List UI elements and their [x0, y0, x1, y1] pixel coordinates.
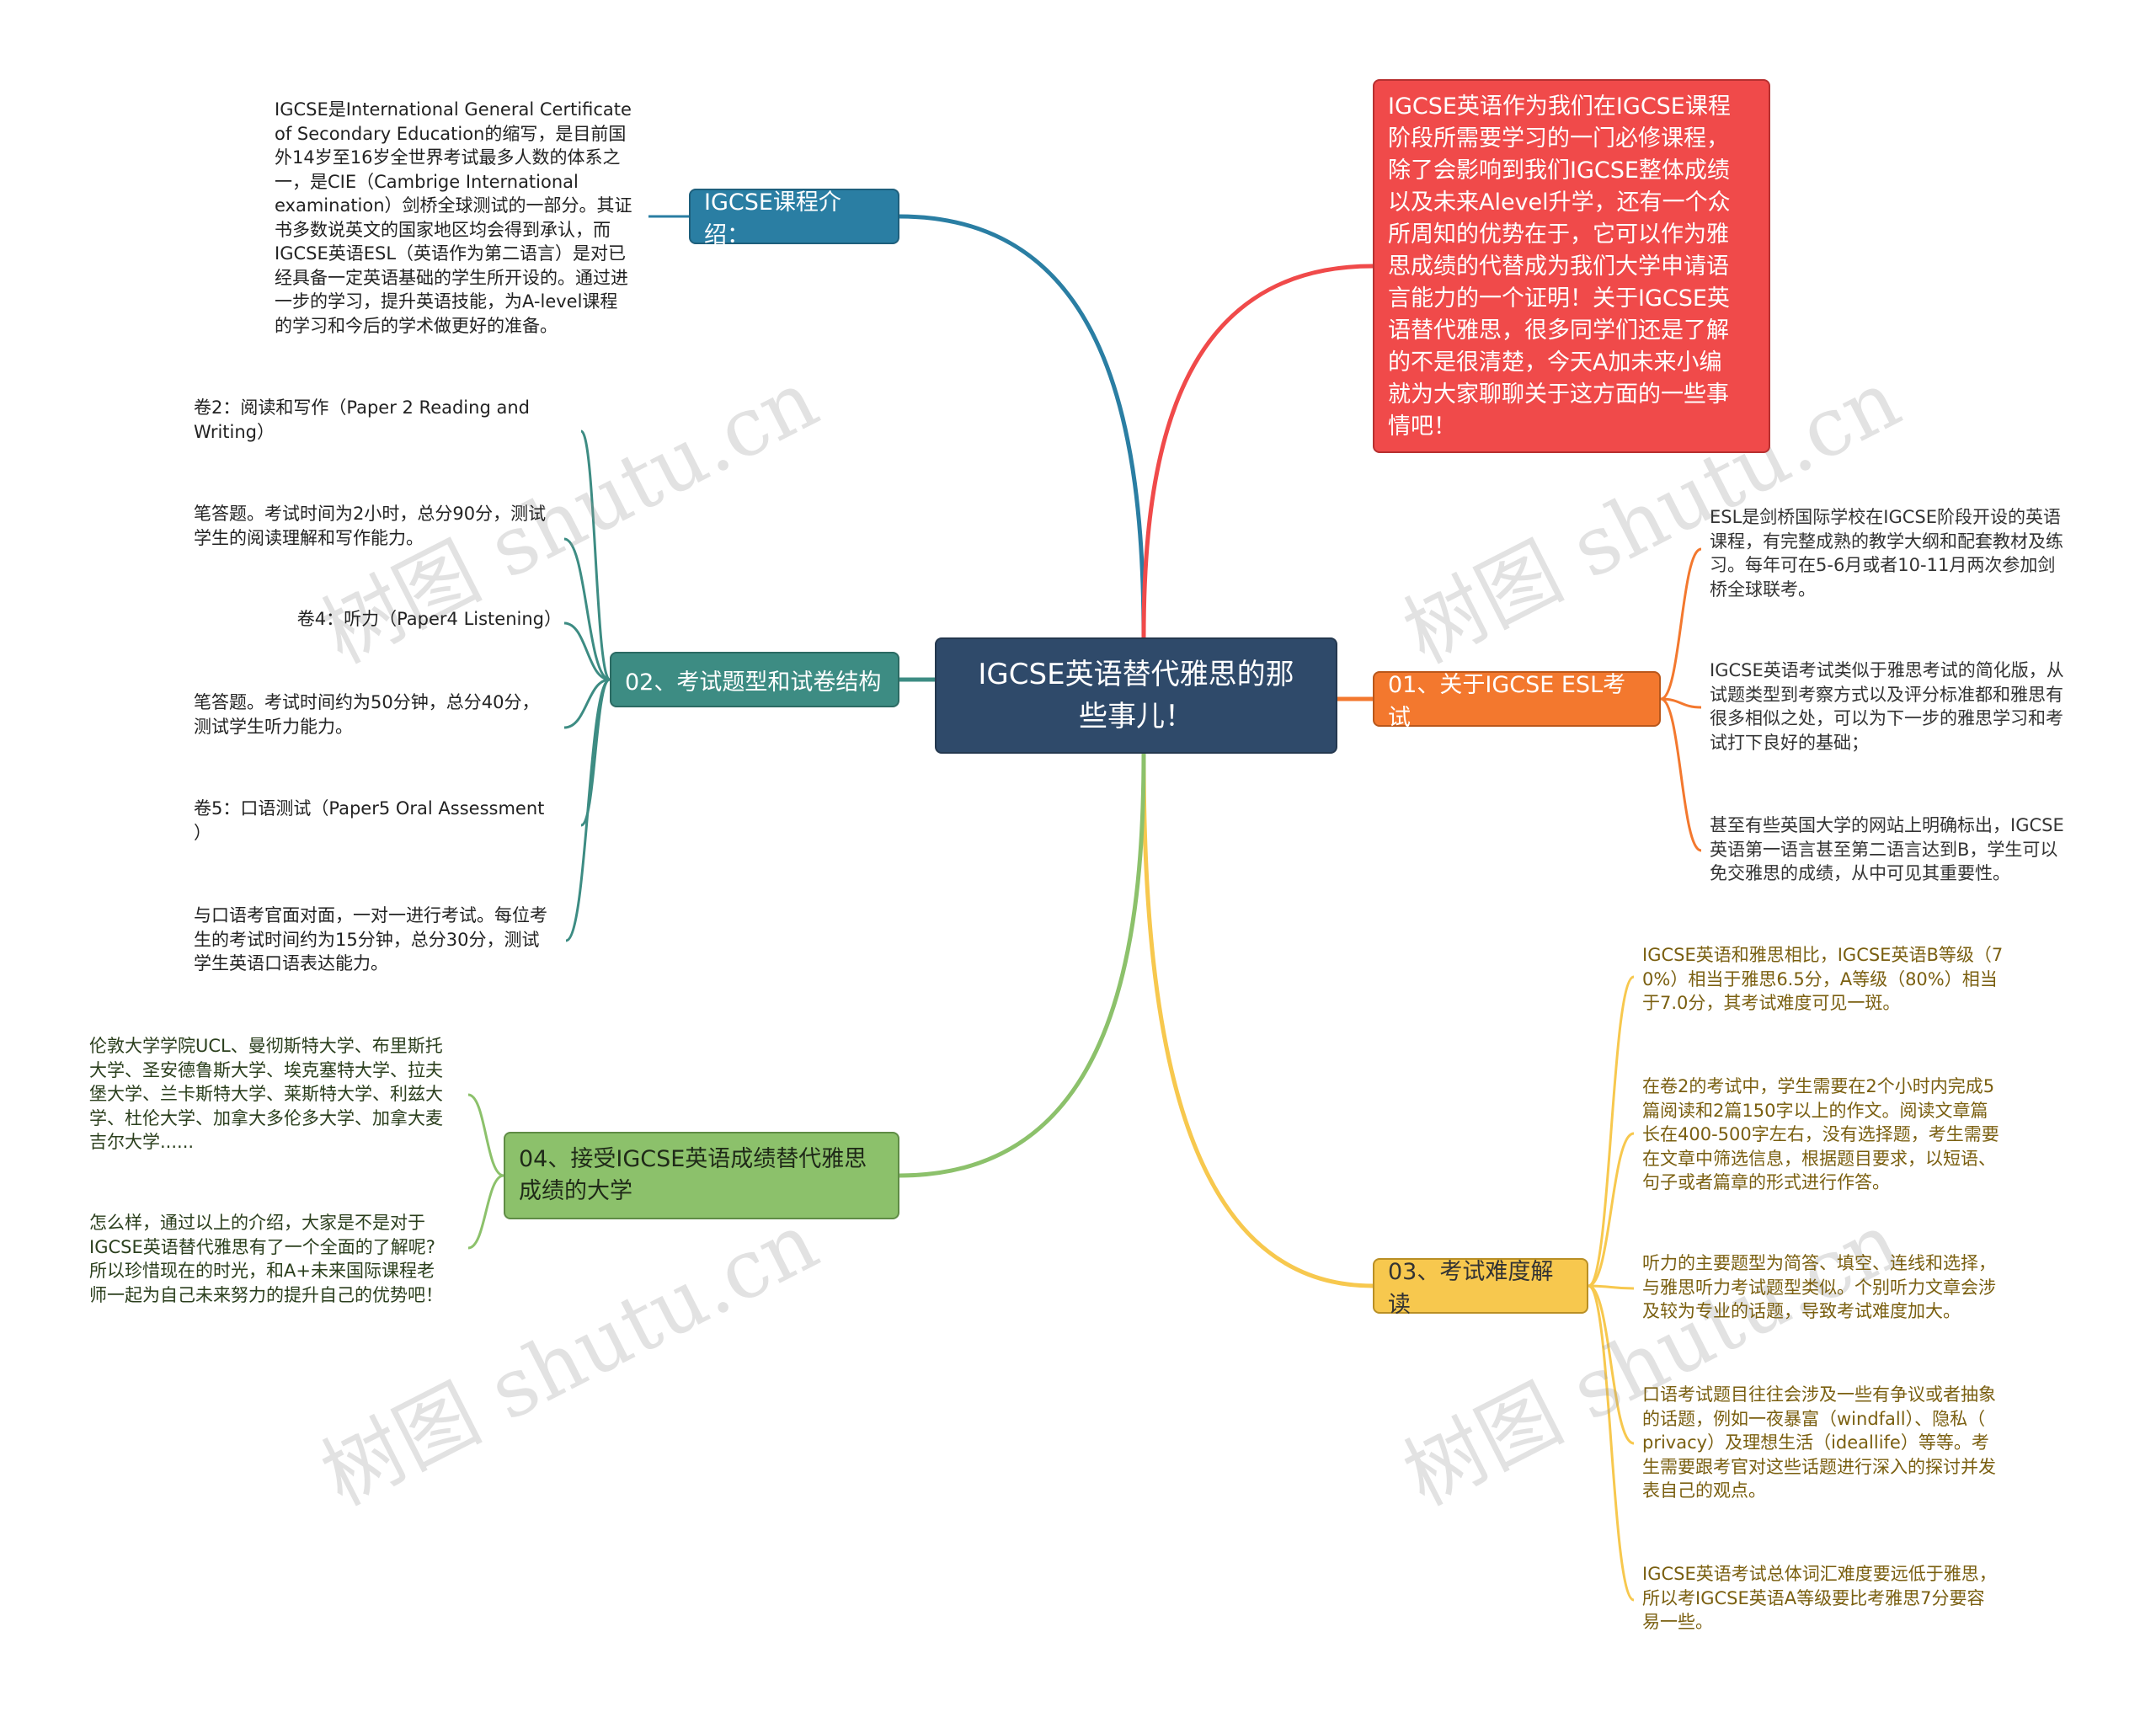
link-difficulty-leaf-3 [1588, 1284, 1635, 1445]
link-root-red [1141, 264, 1374, 638]
link-root-intro [899, 214, 1146, 638]
leaf-paper5-detail: 与口语考官面对面，一对一进行考试。每位考 生的考试时间约为15分钟，总分30分，… [194, 905, 547, 973]
leaf-course-intro: IGCSE是International General Certificate … [275, 99, 632, 336]
link-structure-leaf-0 [579, 429, 611, 681]
leaf-difficulty-speaking: 口语考试题目往往会涉及一些有争议或者抽象 的话题，例如一夜暴富（windfall… [1642, 1384, 1996, 1501]
link-esl-leaf-0 [1660, 547, 1702, 701]
leaf-difficulty-reading: 在卷2的考试中，学生需要在2个小时内完成5 篇阅读和2篇150字以上的作文。阅读… [1642, 1076, 1999, 1192]
root-topic[interactable]: IGCSE英语替代雅思的那 些事儿！ [935, 637, 1337, 754]
link-root-difficulty [1141, 753, 1374, 1288]
link-structure-leaf-3 [563, 678, 611, 729]
branch-exam-difficulty-label: 03、考试难度解读 [1388, 1259, 1554, 1318]
link-structure-leaf-4 [580, 678, 611, 827]
leaf-paper4-detail: 笔答题。考试时间约为50分钟，总分40分， 测试学生听力能力。 [194, 692, 540, 737]
link-universities-leaf-0 [467, 1093, 504, 1177]
leaf-university-list: 伦敦大学学院UCL、曼彻斯特大学、布里斯托 大学、圣安德鲁斯大学、埃克塞特大学、… [89, 1036, 443, 1152]
leaf-esl-similar: IGCSE英语考试类似于雅思考试的简化版，从 试题类型到考察方式以及评分标准都和… [1710, 660, 2064, 753]
leaf-conclusion: 怎么样，通过以上的介绍，大家是不是对于 IGCSE英语替代雅思有了一个全面的了解… [89, 1213, 443, 1305]
branch-exam-structure-label: 02、考试题型和试卷结构 [625, 669, 882, 696]
branch-esl-exam[interactable]: 01、关于IGCSE ESL考试 [1373, 671, 1661, 731]
leaf-paper4: 卷4：听力（Paper4 Listening） [296, 609, 562, 629]
leaf-paper5: 卷5：口语测试（Paper5 Oral Assessment ） [194, 798, 545, 843]
branch-course-intro[interactable]: IGCSE课程介绍： [689, 189, 899, 248]
leaf-esl-exempt: 甚至有些英国大学的网站上明确标出，IGCSE 英语第一语言甚至第二语言达到B，学… [1710, 815, 2064, 883]
leaf-difficulty-grades: IGCSE英语和雅思相比，IGCSE英语B等级（7 0%）相当于雅思6.5分，A… [1642, 945, 2004, 1013]
link-root-universities [899, 753, 1146, 1178]
branch-exam-difficulty[interactable]: 03、考试难度解读 [1373, 1258, 1588, 1318]
intro-summary-text: IGCSE英语作为我们在IGCSE课程 阶段所需要学习的一门必修课程， 除了会影… [1388, 93, 1731, 440]
branch-universities-label: 04、接受IGCSE英语成绩替代雅思 成绩的大学 [519, 1146, 867, 1204]
link-structure-leaf-2 [563, 621, 611, 681]
link-structure-leaf-5 [565, 678, 611, 942]
branch-exam-structure[interactable]: 02、考试题型和试卷结构 [610, 652, 899, 707]
leaf-paper2-detail: 笔答题。考试时间为2小时，总分90分，测试 学生的阅读理解和写作能力。 [194, 504, 547, 548]
leaf-esl-course: ESL是剑桥国际学校在IGCSE阶段开设的英语 课程，有完整成熟的教学大纲和配套… [1710, 507, 2063, 600]
link-difficulty-leaf-2 [1588, 1284, 1635, 1290]
link-difficulty-leaf-1 [1588, 1132, 1635, 1288]
branch-esl-exam-label: 01、关于IGCSE ESL考试 [1388, 672, 1626, 731]
leaf-paper2: 卷2：阅读和写作（Paper 2 Reading and Writing） [194, 397, 530, 442]
branch-universities[interactable]: 04、接受IGCSE英语成绩替代雅思 成绩的大学 [504, 1132, 899, 1219]
link-universities-leaf-1 [467, 1174, 504, 1250]
link-difficulty-leaf-0 [1588, 975, 1635, 1288]
link-difficulty-leaf-4 [1588, 1284, 1635, 1602]
link-esl-leaf-2 [1660, 697, 1702, 852]
leaf-difficulty-vocab: IGCSE英语考试总体词汇难度要远低于雅思， 所以考IGCSE英语A等级要比考雅… [1642, 1564, 1997, 1632]
link-esl-leaf-1 [1660, 697, 1702, 709]
root-topic-label: IGCSE英语替代雅思的那 些事儿！ [978, 658, 1294, 733]
branch-course-intro-label: IGCSE课程介绍： [704, 189, 841, 248]
link-structure-leaf-1 [563, 537, 611, 681]
intro-summary-box[interactable]: IGCSE英语作为我们在IGCSE课程 阶段所需要学习的一门必修课程， 除了会影… [1373, 79, 1770, 453]
leaf-difficulty-listening: 听力的主要题型为简答、填空、连线和选择， 与雅思听力考试题型类似。个别听力文章会… [1642, 1253, 1996, 1321]
